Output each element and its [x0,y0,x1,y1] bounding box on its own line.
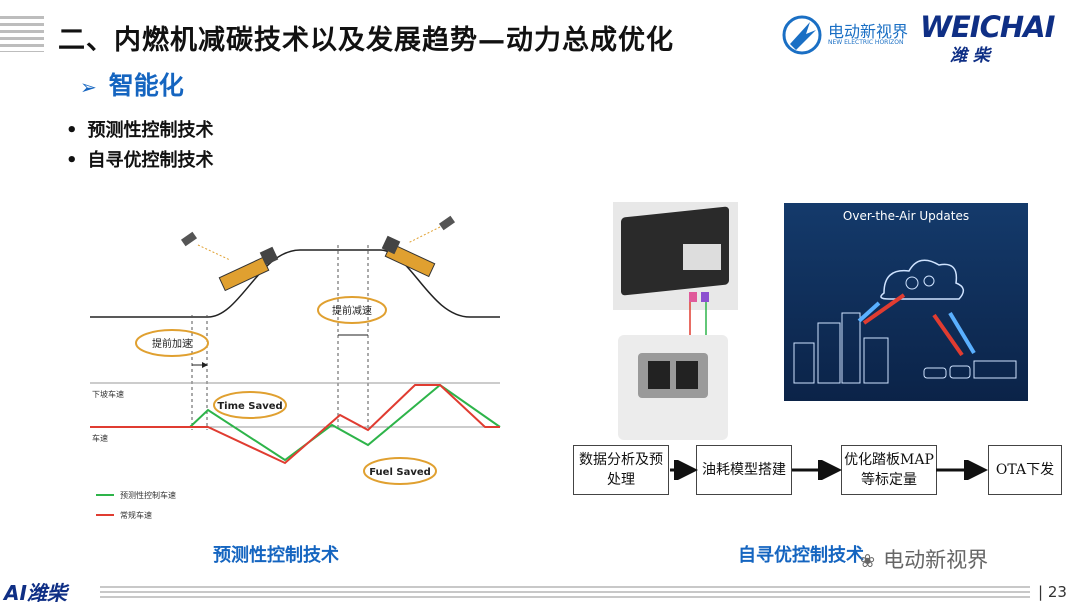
arrow-icon: ➢ [80,75,97,99]
header-stripes [0,16,44,52]
flow-step-optimize: 优化踏板MAP等标定量 [841,445,937,495]
label-decel: 提前减速 [332,304,372,317]
flow-step-data-analysis: 数据分析及预处理 [573,445,669,495]
time-saved-label: Time Saved [217,401,282,412]
footer-logo: AI潍柴 [4,581,67,605]
horizon-logo-icon [782,15,822,55]
ecu-photo [613,202,738,310]
blue-arrow-icon [948,311,976,355]
connector-pink [689,292,697,302]
brand-logo: WEICHAI [920,10,1055,44]
logo-en: NEW ELECTRIC HORIZON [828,39,904,46]
watermark-text: 电动新视界 [883,548,989,572]
ota-graphics [793,259,1017,384]
label-ellipse [135,329,209,357]
predictive-control-diagram: 提前加速 提前减速 下坡车速 车速 Time Saved Fuel Saved … [90,215,501,520]
controller-port [676,361,698,389]
wechat-icon: ❀ [860,551,876,572]
truck-icon [218,246,279,292]
header-logos: 电动新视界 NEW ELECTRIC HORIZON WEICHAI 潍 柴 [780,8,1070,66]
road-profile [90,249,500,318]
cloud-icon [880,259,965,300]
flow-arrows [670,460,988,480]
section-subtitle: ➢ 智能化 [80,66,184,102]
page-number-value: 23 [1047,583,1067,601]
left-caption: 预测性控制技术 [213,545,339,566]
bullet-item: 自寻优控制技术 [66,146,214,176]
ylabel-speed: 车速 [92,433,108,443]
bullet-list: 预测性控制技术 自寻优控制技术 [66,116,214,176]
satellite-icon [180,231,231,261]
ylabel-top: 下坡车速 [92,389,124,399]
satellite-icon [407,215,456,244]
ota-panel: Over-the-Air Updates [784,203,1028,401]
page-title: 二、内燃机减碳技术以及发展趋势—动力总成优化 [58,25,674,56]
blue-arrow-icon [857,301,881,323]
label-accel: 提前加速 [152,337,192,350]
vehicles-icon [923,360,1017,379]
red-arrow-icon [862,293,906,325]
fuel-saved-label: Fuel Saved [369,467,431,478]
ecu-label-sticker [683,244,721,270]
legend-normal: 常规车速 [120,510,152,520]
controller-photo [618,335,728,440]
truck-icon [381,235,436,278]
controller-port [648,361,670,389]
flow-step-ota: OTA下发 [988,445,1062,495]
red-arrow-icon [932,313,964,357]
legend-pred: 预测性控制车速 [120,490,176,500]
predictive-speed-line [90,383,501,462]
page-number: | 23 [1038,583,1067,601]
flow-step-fuel-model: 油耗模型搭建 [696,445,792,495]
subtitle-text: 智能化 [108,71,184,100]
city-buildings-icon [793,312,889,384]
brand-cn: 潍 柴 [950,46,990,66]
fuel-saved-ellipse [363,457,437,485]
logo-cn: 电动新视界 [828,22,909,41]
label-ellipse [317,296,387,324]
bullet-item: 预测性控制技术 [66,116,214,146]
right-caption: 自寻优控制技术 [738,545,864,566]
time-saved-ellipse [213,391,287,419]
watermark: ❀ 电动新视界 [860,544,988,574]
footer-stripes [100,586,1030,600]
connector-purple [701,292,709,302]
normal-speed-line [90,384,500,465]
ota-title: Over-the-Air Updates [842,209,970,223]
